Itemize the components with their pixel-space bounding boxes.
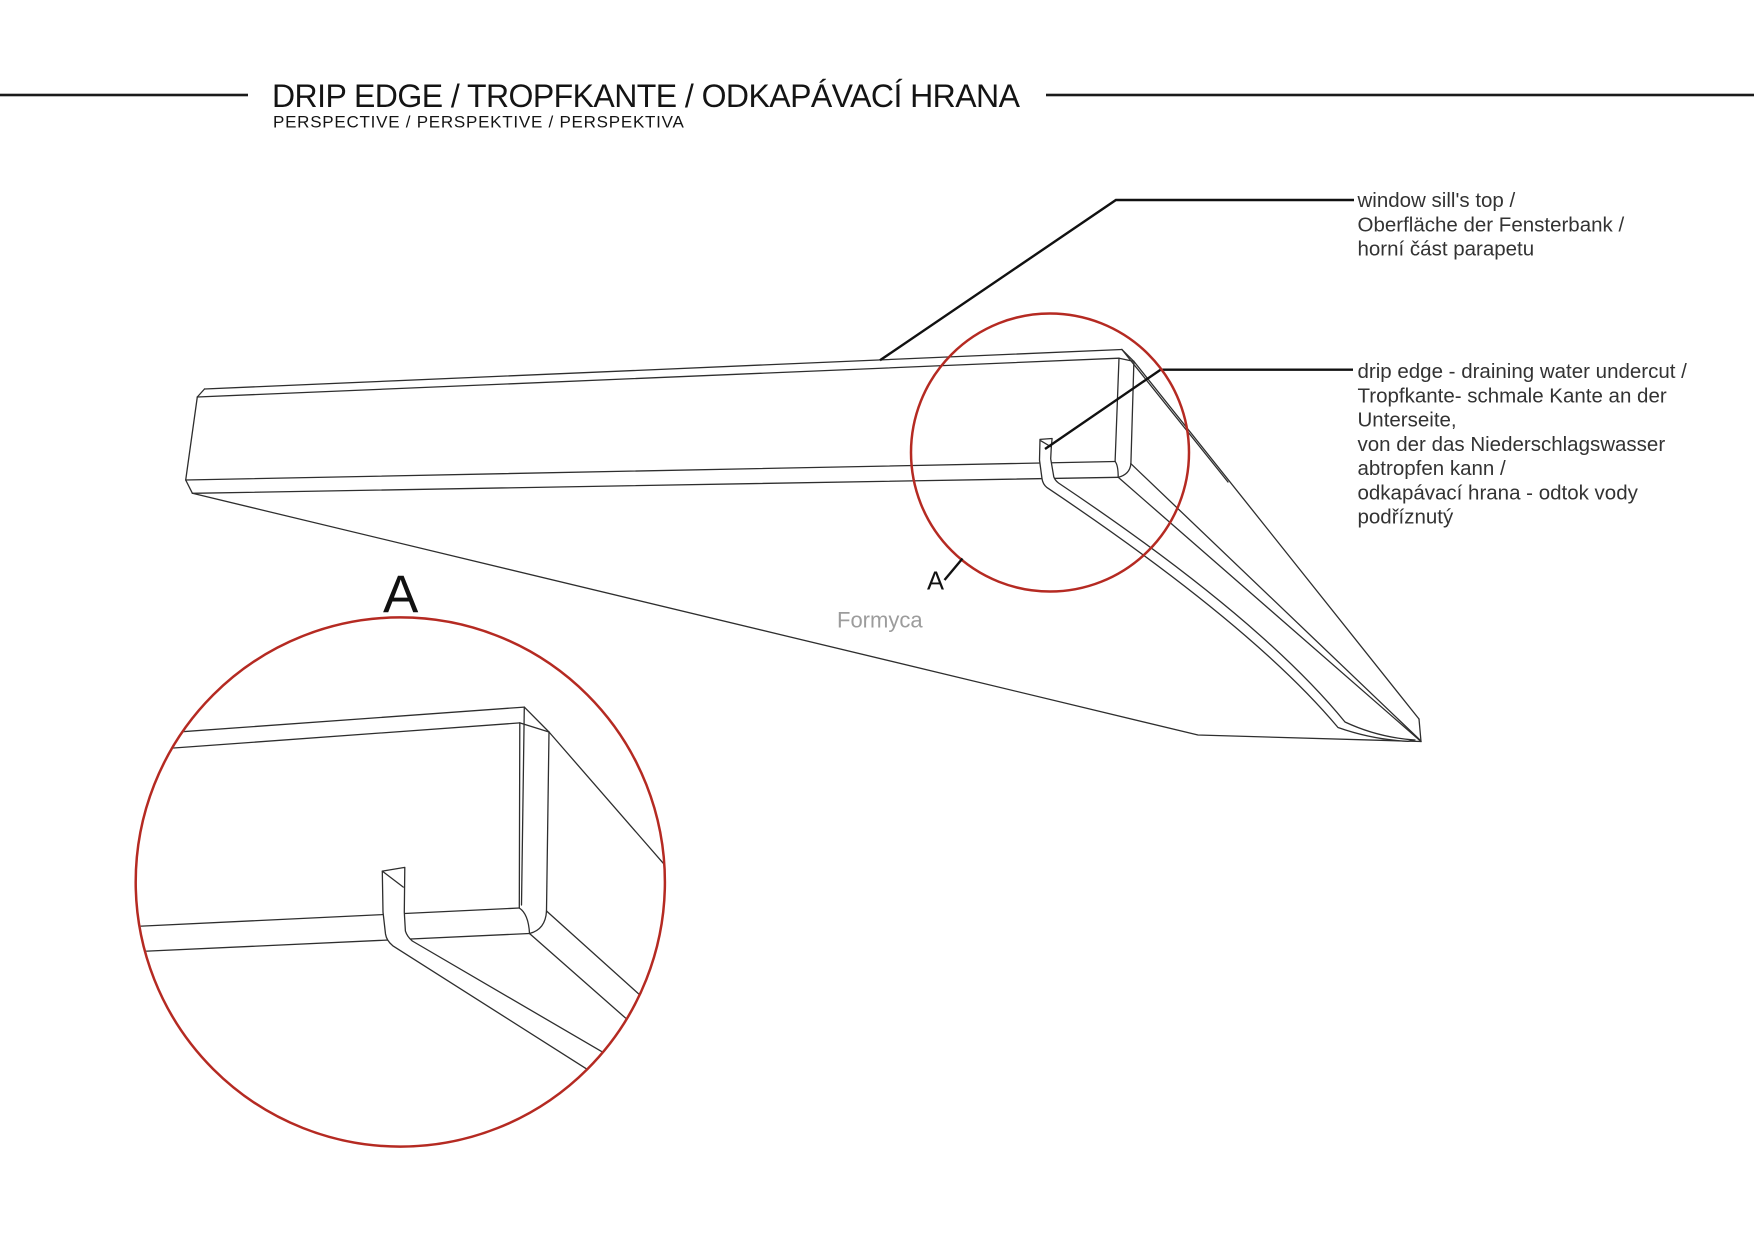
svg-text:von der das Niederschlagswasse: von der das Niederschlagswasser [1358,433,1666,456]
svg-text:abtropfen kann /: abtropfen kann / [1358,457,1506,480]
svg-text:Tropfkante- schmale Kante an d: Tropfkante- schmale Kante an der [1358,384,1667,407]
svg-text:A: A [927,568,944,596]
svg-text:Unterseite,: Unterseite, [1358,409,1457,432]
svg-text:A: A [383,565,419,624]
svg-text:podříznutý: podříznutý [1358,506,1454,529]
svg-text:DRIP EDGE / TROPFKANTE / ODKAP: DRIP EDGE / TROPFKANTE / ODKAPÁVACÍ HRAN… [272,78,1021,114]
svg-text:window sill's top /: window sill's top / [1357,189,1516,212]
svg-text:drip edge - draining water und: drip edge - draining water undercut / [1358,360,1688,383]
svg-text:odkapávací hrana - odtok vody: odkapávací hrana - odtok vody [1358,481,1639,504]
svg-text:horní část parapetu: horní část parapetu [1358,238,1535,261]
svg-text:Formyca: Formyca [837,608,923,633]
svg-text:PERSPECTIVE / PERSPEKTIVE / PE: PERSPECTIVE / PERSPEKTIVE / PERSPEKTIVA [273,113,685,132]
svg-text:Oberfläche der Fensterbank /: Oberfläche der Fensterbank / [1358,213,1625,236]
